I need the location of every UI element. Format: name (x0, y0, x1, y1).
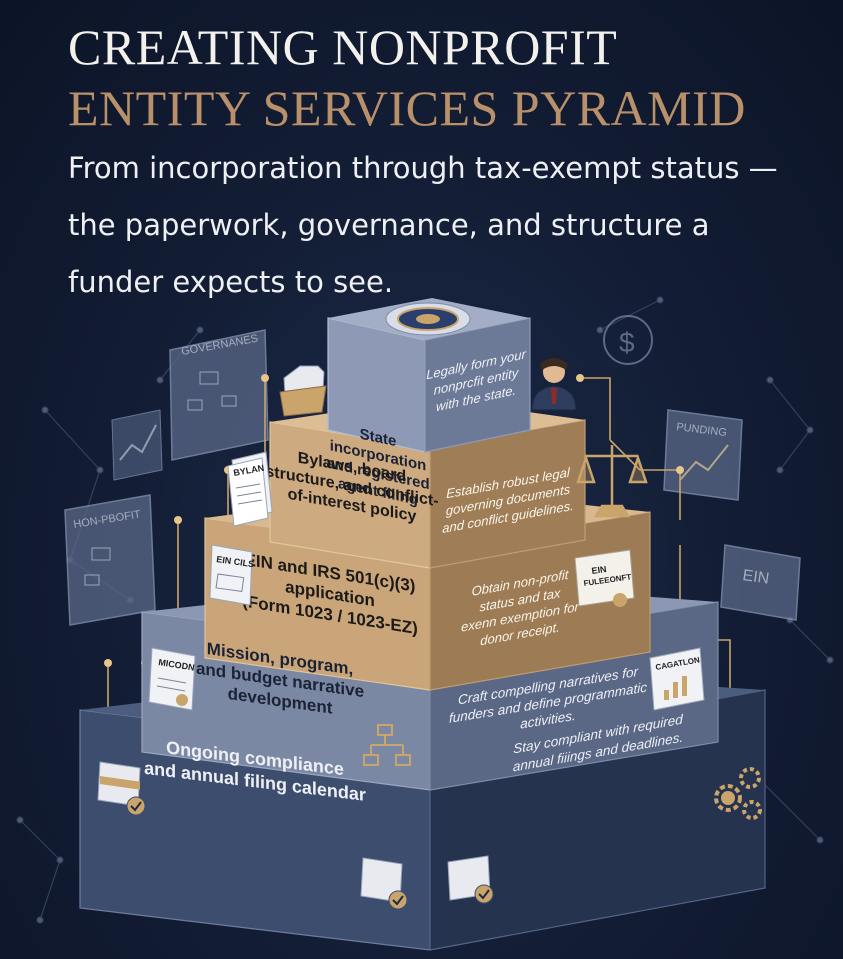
calendar-icon-2 (360, 857, 408, 910)
svg-text:$: $ (619, 327, 635, 358)
gears-icon (714, 767, 762, 820)
businessman-icon (531, 358, 577, 411)
dollar-icon: $ (603, 315, 653, 365)
page-title-line1: CREATING NONPROFIT (68, 19, 618, 75)
scales-icon (576, 445, 648, 518)
seal-icon (385, 302, 471, 336)
ein-label: EIN (741, 567, 770, 588)
tier-state (327, 298, 531, 453)
page-subtitle: From incorporation through tax-exempt st… (68, 151, 778, 299)
governance-doc: GOVERNANES (169, 329, 269, 461)
page-title-line2: ENTITY SERVICES PYRAMID (68, 80, 746, 136)
ein-doc-right: EIN (720, 544, 801, 621)
tier-state-label: State incorporation and registered agent… (326, 426, 429, 509)
certificate-label-1: EIN (591, 564, 607, 576)
catalog-chart-icon: CAGATLON (649, 647, 705, 711)
bar-chart-doc (111, 409, 163, 481)
mission-document-icon: MICODN (148, 647, 196, 711)
nonprofit-doc: HON-PBOFIT (64, 494, 156, 626)
calendar-icon-3 (447, 855, 494, 904)
funding-doc: PUNDING (663, 409, 743, 501)
flowchart-icon (363, 724, 411, 766)
ein-document-icon: EIN CILS (209, 544, 255, 606)
folder-icon (279, 365, 327, 417)
tier-state-desc: Legally form your nonprcfit entity with … (426, 346, 526, 414)
calendar-icon (97, 761, 146, 816)
certificate-icon: EIN FULEEONFT (574, 549, 635, 607)
bylaws-document-icon: BYLAN (227, 451, 273, 527)
